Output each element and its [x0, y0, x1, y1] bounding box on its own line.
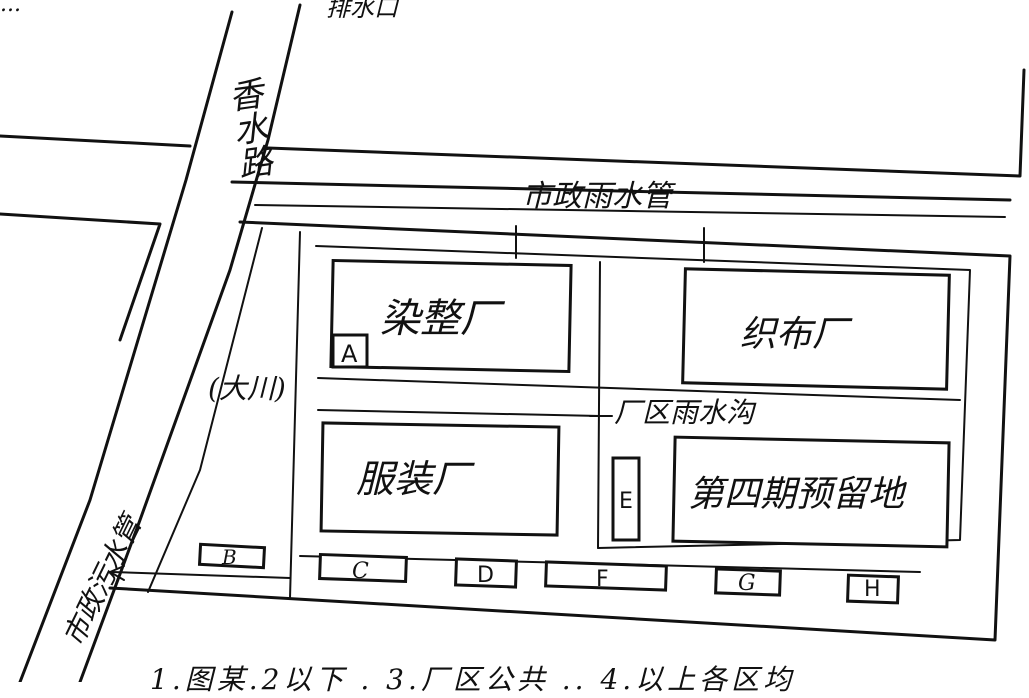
- weaving-building: [681, 267, 951, 391]
- dyeing-label: 染整厂: [380, 296, 506, 342]
- point-b-label: B: [221, 545, 237, 569]
- canal-label: (大川): [208, 372, 286, 405]
- river-label: 厂区雨水沟: [614, 396, 757, 429]
- point-f-label: F: [596, 567, 609, 592]
- point-c-label: C: [352, 559, 369, 584]
- crossroad-top-edge-right: [266, 68, 1026, 178]
- point-d-box: [454, 557, 518, 589]
- road-left-edge: [18, 10, 234, 682]
- road-name-label: 香水路: [220, 75, 274, 182]
- plant-divider-horizontal: [317, 377, 961, 401]
- crossroad-bottom-edge: [230, 180, 1012, 202]
- top-left-fragment: ...: [0, 0, 21, 17]
- site-plan-sketch: 香水路 市政雨水管 市政污水管 染整厂 织布厂 服装厂 第四期预留地 厂区雨水沟…: [0, 3, 1026, 682]
- garment-label: 服装厂: [356, 457, 475, 501]
- point-a-box: [331, 333, 369, 369]
- top-outfall-fragment: 排水口: [326, 0, 398, 22]
- sewer-arrow-line: [111, 571, 291, 579]
- plant-boundary: [108, 220, 1012, 642]
- bottom-note-fragment: 1.图某.2以下 . 3.厂区公共 .. 4.以上各区均: [150, 663, 796, 696]
- reserved-land: [671, 435, 951, 549]
- point-c-box: [318, 552, 408, 584]
- drain-left-label: 市政污水管: [57, 507, 150, 651]
- point-f-box: [544, 560, 668, 592]
- point-e-label: E: [619, 489, 633, 514]
- crossroad-inner-edge: [254, 204, 1006, 218]
- reserved-label: 第四期预留地: [688, 474, 908, 515]
- plant-divider-vertical: [597, 261, 601, 549]
- point-g-label: G: [738, 571, 756, 596]
- crossroad-top-edge: [0, 134, 192, 148]
- crossroad-left-bottom: [0, 212, 162, 342]
- point-e-box: [611, 456, 641, 542]
- drain-top-label: 市政雨水管: [522, 179, 676, 214]
- sewer-arrow-head: [109, 565, 125, 581]
- point-g-box: [714, 567, 782, 597]
- plant-inner-vertical: [289, 231, 301, 599]
- plant-inner-left: [147, 227, 263, 593]
- weaving-label: 织布厂: [740, 314, 853, 355]
- garment-building: [319, 421, 561, 537]
- point-h-box: [846, 573, 900, 605]
- point-d-label: D: [477, 563, 494, 588]
- point-h-label: H: [864, 577, 881, 602]
- plant-divider-horizontal-2: [317, 409, 601, 417]
- dyeing-building: [329, 258, 573, 374]
- point-a-label: A: [341, 340, 358, 368]
- road-right-edge: [78, 3, 302, 682]
- point-b-box: [197, 542, 267, 570]
